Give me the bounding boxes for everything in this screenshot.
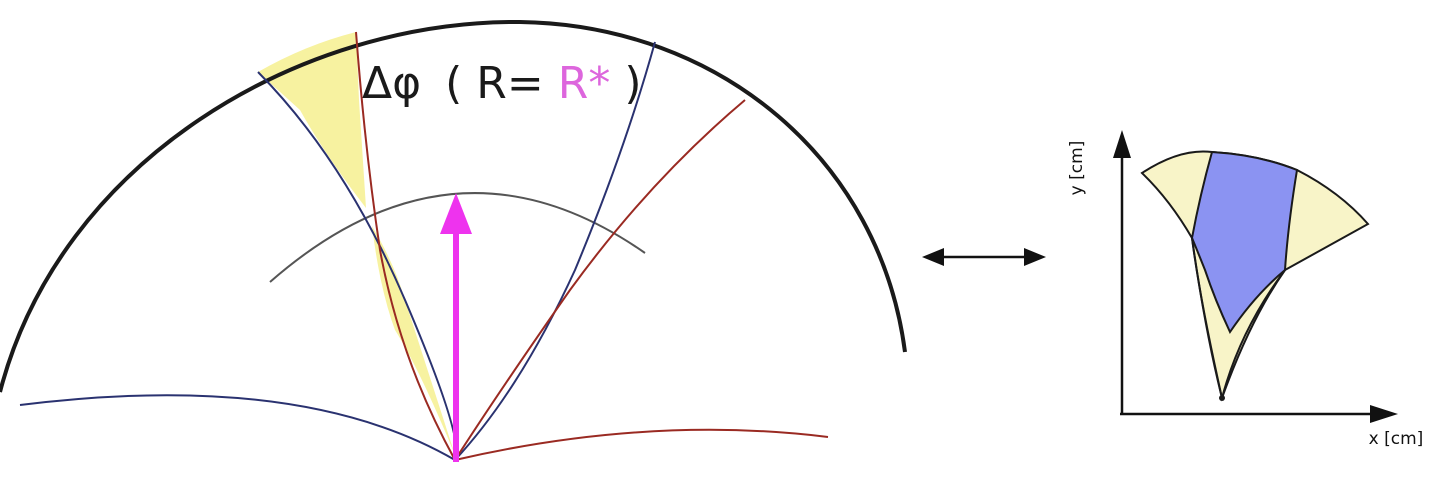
outer-detector-arc xyxy=(0,19,907,393)
double-arrow-left-head xyxy=(922,248,944,266)
y-axis-label: y [cm] xyxy=(1067,141,1087,196)
origin-point xyxy=(1219,395,1225,401)
formula-open-paren: ( xyxy=(445,58,462,109)
red-bottom-curve xyxy=(454,428,829,461)
blue-track-right xyxy=(454,41,656,461)
red-track-left xyxy=(355,31,456,461)
xy-projection-plot: x [cm] y [cm] xyxy=(1067,130,1423,449)
delta-phi-symbol: Δφ xyxy=(362,58,421,109)
sector-diagram: Δφ ( R= R* ) xyxy=(0,19,907,462)
delta-phi-label: Δφ ( R= R* ) xyxy=(362,58,642,109)
yellow-region-top xyxy=(258,32,366,208)
yellow-region-lower xyxy=(372,226,455,455)
y-axis-arrowhead xyxy=(1113,130,1131,158)
formula-close-paren: ) xyxy=(624,58,641,109)
divider-left xyxy=(1191,237,1223,399)
x-axis-label: x [cm] xyxy=(1369,429,1424,449)
x-axis-arrowhead xyxy=(1370,405,1398,423)
blue-region xyxy=(1190,150,1299,335)
r-star-arrowhead xyxy=(440,193,472,234)
blue-bottom-curve xyxy=(19,394,456,461)
double-arrow xyxy=(922,248,1046,266)
red-track-right xyxy=(454,99,746,461)
formula-r-equals: R= xyxy=(476,58,543,109)
formula-r-star: R* xyxy=(558,58,611,109)
divider-right xyxy=(1221,269,1286,399)
double-arrow-right-head xyxy=(1024,248,1046,266)
